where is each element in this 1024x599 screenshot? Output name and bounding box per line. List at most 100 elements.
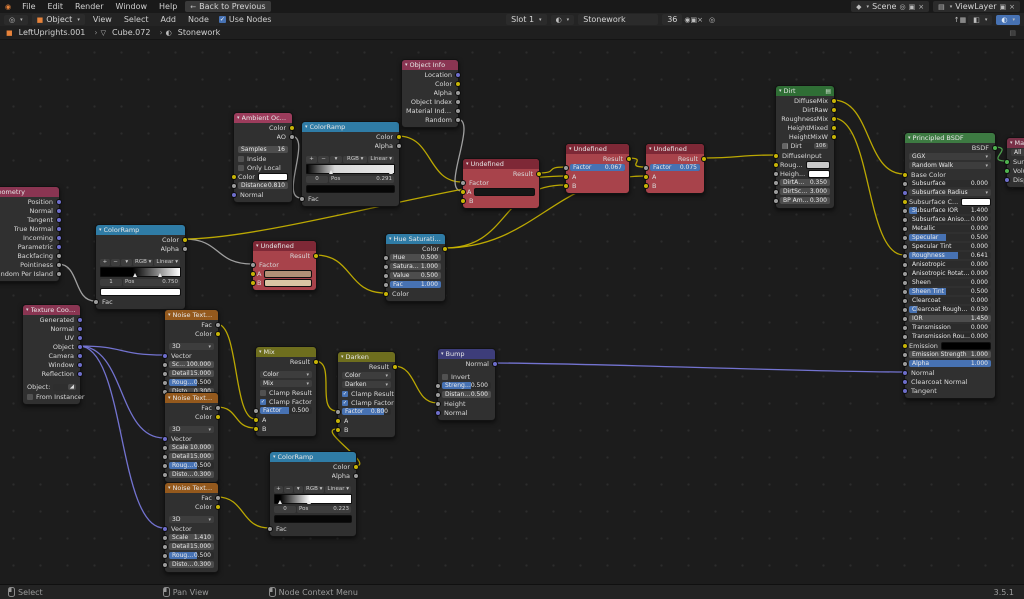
ramp-stop-marker[interactable] — [328, 170, 333, 174]
pin-icon[interactable]: ◎ — [899, 2, 906, 11]
remove-stop-button[interactable]: − — [283, 485, 293, 493]
input-socket[interactable] — [460, 197, 466, 204]
input-socket[interactable] — [335, 426, 341, 433]
output-socket[interactable] — [56, 216, 62, 223]
node-header-colorramp-1[interactable]: ▾ColorRamp — [96, 225, 185, 235]
output-socket[interactable] — [56, 234, 62, 241]
input-socket[interactable] — [773, 161, 779, 168]
node-header-mix[interactable]: ▾Mix — [256, 347, 316, 357]
input-socket[interactable] — [162, 525, 168, 532]
output-socket[interactable] — [831, 115, 837, 122]
color-mode-dropdown[interactable]: RGB ▾ — [304, 485, 325, 493]
breadcrumb-material[interactable]: Stonework — [177, 28, 221, 37]
close-icon[interactable]: × — [1009, 2, 1015, 11]
number-field-saturation[interactable]: Saturation1.000 — [390, 263, 441, 270]
use-nodes-checkbox[interactable]: ✓ Use Nodes — [218, 15, 271, 24]
output-socket[interactable] — [77, 370, 83, 377]
output-socket[interactable] — [992, 144, 998, 151]
input-socket[interactable] — [162, 561, 168, 568]
input-socket[interactable] — [383, 272, 389, 279]
collapse-icon[interactable]: ▾ — [256, 243, 259, 249]
collapse-icon[interactable]: ▾ — [259, 349, 262, 355]
scene-selector[interactable]: ◆ ▾ Scene ◎ ▣ × — [851, 1, 930, 12]
shader-mode-dropdown[interactable]: ■ Object ▾ — [31, 14, 85, 25]
node-header-ambient-occlusion[interactable]: ▾Ambient Occlusion — [234, 113, 292, 123]
input-socket[interactable] — [902, 225, 908, 232]
view-layer-selector[interactable]: ▤ ▾ ViewLayer ▣ × — [933, 1, 1020, 12]
collapse-icon[interactable]: ▾ — [441, 351, 444, 357]
color-swatch[interactable] — [257, 172, 288, 181]
dropdown-color[interactable]: Color▾ — [342, 372, 391, 379]
editor-type-button[interactable]: ◎ ▾ — [4, 14, 28, 25]
input-socket[interactable] — [902, 360, 908, 367]
input-socket[interactable] — [902, 180, 908, 187]
input-socket[interactable] — [902, 198, 908, 205]
output-socket[interactable] — [455, 71, 461, 78]
dropdown-3d[interactable]: 3D▾ — [169, 516, 214, 523]
output-socket[interactable] — [56, 243, 62, 250]
checkbox-invert[interactable]: Invert — [442, 372, 491, 381]
breadcrumb-mesh[interactable]: Cube.072 — [111, 28, 151, 37]
output-socket[interactable] — [77, 316, 83, 323]
output-socket[interactable] — [215, 330, 221, 337]
node-material-output[interactable]: ▾Material OutputAll▾SurfaceVolumeDisplac… — [1004, 137, 1024, 188]
color-swatch[interactable] — [940, 341, 991, 350]
input-socket[interactable] — [902, 171, 908, 178]
color-swatch[interactable] — [474, 187, 535, 196]
collapse-icon[interactable]: ▾ — [908, 135, 911, 141]
colorramp-color-swatch[interactable] — [306, 185, 395, 193]
input-socket[interactable] — [162, 543, 168, 550]
input-socket[interactable] — [902, 333, 908, 340]
collapse-icon[interactable]: ▾ — [341, 354, 344, 360]
input-socket[interactable] — [902, 306, 908, 313]
checkbox-clamp-result[interactable]: ✓Clamp Result — [342, 389, 394, 398]
collapse-icon[interactable]: ▾ — [305, 124, 308, 130]
checkbox-clamp-factor[interactable]: ✓Clamp Factor — [260, 397, 312, 406]
node-header-colorramp-2[interactable]: ▾ColorRamp — [302, 122, 399, 132]
input-socket[interactable] — [162, 435, 168, 442]
node-header-undefined-4[interactable]: ▾Undefined — [253, 241, 316, 251]
input-socket[interactable] — [902, 387, 908, 394]
input-socket[interactable] — [643, 164, 649, 171]
collapse-icon[interactable]: ▾ — [569, 146, 572, 152]
output-socket[interactable] — [831, 97, 837, 104]
node-header-geometry[interactable]: ▾Geometry — [0, 187, 59, 197]
output-socket[interactable] — [77, 361, 83, 368]
ramp-options-button[interactable]: ▾ — [330, 155, 342, 163]
input-socket[interactable] — [460, 179, 466, 186]
output-socket[interactable] — [353, 472, 359, 479]
input-socket[interactable] — [162, 370, 168, 377]
checkbox-inside[interactable]: Inside — [238, 154, 288, 163]
collapse-icon[interactable]: ▾ — [237, 115, 240, 121]
collapse-icon[interactable]: ▾ — [99, 227, 102, 233]
input-socket[interactable] — [267, 525, 273, 532]
node-texture-coordinate[interactable]: ▾Texture CoordinateGeneratedNormalUVObje… — [22, 304, 85, 405]
input-socket[interactable] — [773, 188, 779, 195]
output-socket[interactable] — [77, 325, 83, 332]
input-socket[interactable] — [902, 342, 908, 349]
dropdown-subsurface-radius[interactable]: Subsurface Radius▾ — [909, 189, 991, 196]
output-socket[interactable] — [392, 363, 398, 370]
input-socket[interactable] — [162, 552, 168, 559]
input-socket[interactable] — [902, 279, 908, 286]
